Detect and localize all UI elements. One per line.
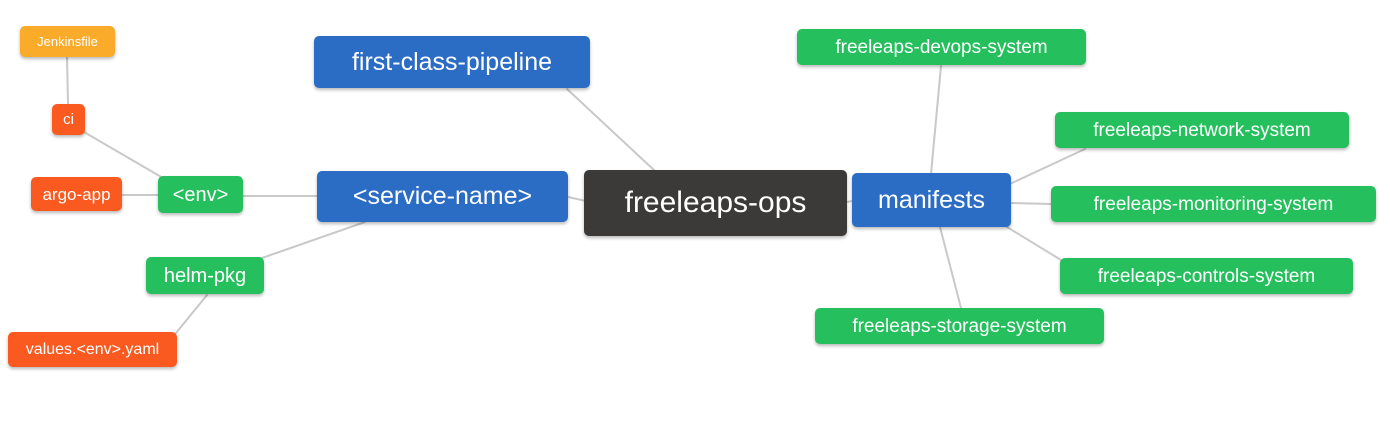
- edge-freeleaps-devops-system--manifests: [930, 65, 942, 175]
- edge-freeleaps-ops--manifests: [845, 200, 854, 203]
- edge-manifests--freeleaps-storage-system: [939, 226, 962, 309]
- node-argo-app[interactable]: argo-app: [31, 177, 122, 211]
- node-helm-pkg[interactable]: helm-pkg: [146, 257, 264, 294]
- node-jenkinsfile[interactable]: Jenkinsfile: [20, 26, 115, 57]
- edge-ci--env: [83, 131, 164, 179]
- node-freeleaps-controls-system[interactable]: freeleaps-controls-system: [1060, 258, 1353, 294]
- edge-first-class-pipeline--freeleaps-ops: [566, 88, 656, 172]
- node-env[interactable]: <env>: [158, 176, 243, 213]
- edge-values-env-yaml--helm-pkg: [175, 294, 208, 334]
- node-freeleaps-network-system[interactable]: freeleaps-network-system: [1055, 112, 1349, 148]
- edge-manifests--freeleaps-monitoring-system: [1010, 202, 1052, 205]
- edge-freeleaps-network-system--manifests: [1011, 148, 1086, 184]
- edge-helm-pkg--service-name: [261, 221, 366, 259]
- node-freeleaps-storage-system[interactable]: freeleaps-storage-system: [815, 308, 1104, 344]
- edge-service-name--freeleaps-ops: [567, 196, 587, 202]
- node-first-class-pipeline[interactable]: first-class-pipeline: [314, 36, 590, 88]
- node-freeleaps-devops-system[interactable]: freeleaps-devops-system: [797, 29, 1086, 65]
- node-freeleaps-monitoring-system[interactable]: freeleaps-monitoring-system: [1051, 186, 1376, 222]
- edge-jenkinsfile--ci: [66, 56, 69, 105]
- node-manifests[interactable]: manifests: [852, 173, 1011, 227]
- node-service-name[interactable]: <service-name>: [317, 171, 568, 222]
- node-freeleaps-ops[interactable]: freeleaps-ops: [584, 170, 847, 236]
- node-values-env-yaml[interactable]: values.<env>.yaml: [8, 332, 177, 367]
- node-ci[interactable]: ci: [52, 104, 85, 135]
- edge-manifests--freeleaps-controls-system: [1006, 226, 1062, 261]
